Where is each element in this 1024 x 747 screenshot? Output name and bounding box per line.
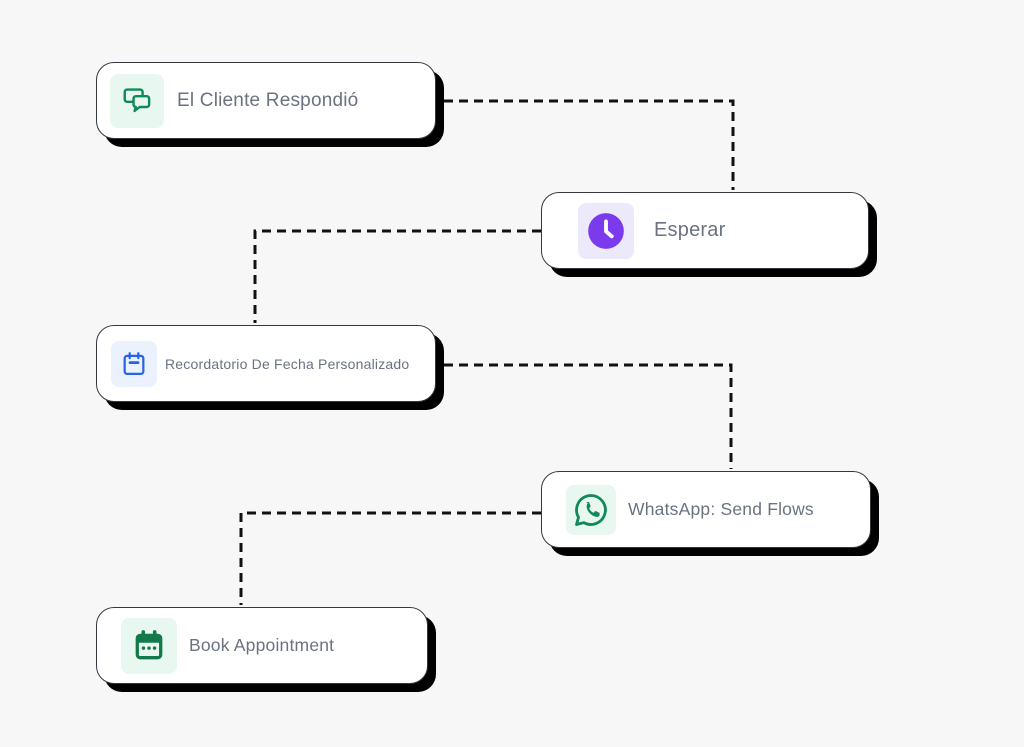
connector-whatsapp-to-book: [239, 511, 541, 605]
flow-node-cliente-respondio[interactable]: El Cliente Respondió: [96, 62, 436, 139]
flow-node-recordatorio-fecha[interactable]: Recordatorio De Fecha Personalizado: [96, 325, 436, 402]
connector-cliente-to-esperar: [444, 99, 735, 190]
flow-node-esperar[interactable]: Esperar: [541, 192, 869, 269]
node-label: El Cliente Respondió: [177, 89, 359, 111]
calendar-reminder-icon: [111, 340, 157, 387]
node-label: Esperar: [654, 219, 726, 241]
node-label: Recordatorio De Fecha Personalizado: [165, 355, 410, 372]
node-label: Book Appointment: [189, 635, 335, 655]
calendar-dots-icon: [121, 617, 177, 674]
chat-bubbles-icon: [110, 73, 164, 128]
clock-icon: [578, 202, 634, 259]
connector-recordatorio-to-whatsapp: [444, 363, 733, 469]
flow-node-book-appointment[interactable]: Book Appointment: [96, 607, 428, 684]
whatsapp-icon: [566, 484, 616, 535]
node-label: WhatsApp: Send Flows: [628, 499, 814, 519]
flow-node-whatsapp-send-flows[interactable]: WhatsApp: Send Flows: [541, 471, 871, 548]
connector-esperar-to-recordatorio: [253, 229, 541, 323]
